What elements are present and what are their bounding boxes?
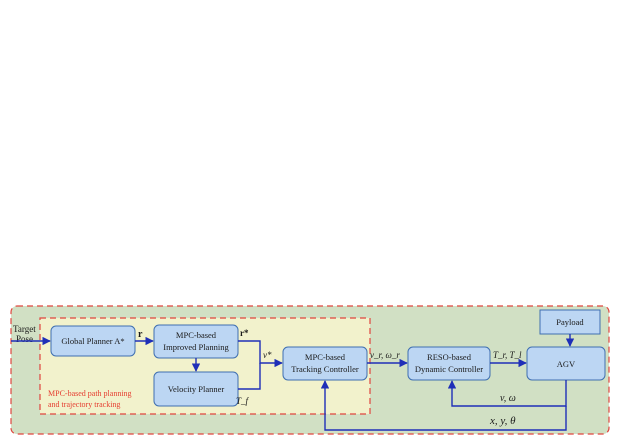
mpc-planning-label-line2: Improved Planning xyxy=(163,342,229,352)
wire-r-star xyxy=(238,340,283,368)
global-planner-label: Global Planner A* xyxy=(61,336,124,346)
input-label-line2: Pose xyxy=(16,334,33,344)
agv-label: AGV xyxy=(557,359,576,369)
signal-t-f: T_f xyxy=(236,396,250,406)
signal-r: r xyxy=(138,329,143,340)
signal-r-star: r* xyxy=(240,328,249,338)
wire-pose-feedback xyxy=(320,380,567,431)
signal-torques: T_r, T_l xyxy=(493,350,522,360)
velocity-planner-label: Velocity Planner xyxy=(168,384,225,394)
signal-v-star: v* xyxy=(263,350,272,360)
payload-block: Payload xyxy=(539,309,601,335)
region-label-line2: and trajectory tracking xyxy=(48,400,120,409)
dynamic-controller-label-line2: Dynamic Controller xyxy=(415,364,483,374)
tracking-controller-label-line1: MPC-based xyxy=(305,352,346,362)
wire-velocity-out xyxy=(238,363,261,390)
signal-v-omega: v, ω xyxy=(500,393,516,404)
global-planner-block: Global Planner A* xyxy=(50,325,136,357)
dynamic-controller-block: RESO-based Dynamic Controller xyxy=(407,346,491,381)
payload-label: Payload xyxy=(556,317,584,327)
dynamic-controller-label-line1: RESO-based xyxy=(427,352,472,362)
tracking-controller-label-line2: Tracking Controller xyxy=(291,364,359,374)
signal-v-omega-ref: v_r, ω_r xyxy=(370,350,400,360)
region-label-line1: MPC-based path planning xyxy=(48,389,132,398)
mpc-planning-block: MPC-based Improved Planning xyxy=(153,324,239,359)
tracking-controller-block: MPC-based Tracking Controller xyxy=(282,346,368,381)
velocity-planner-block: Velocity Planner xyxy=(153,371,239,407)
mpc-planning-label-line1: MPC-based xyxy=(176,330,217,340)
input-label-line1: Target xyxy=(13,324,36,334)
wire-v-omega-feedback xyxy=(447,380,567,407)
signal-pose: x, y, θ xyxy=(489,415,516,427)
agv-block: AGV xyxy=(526,346,606,381)
